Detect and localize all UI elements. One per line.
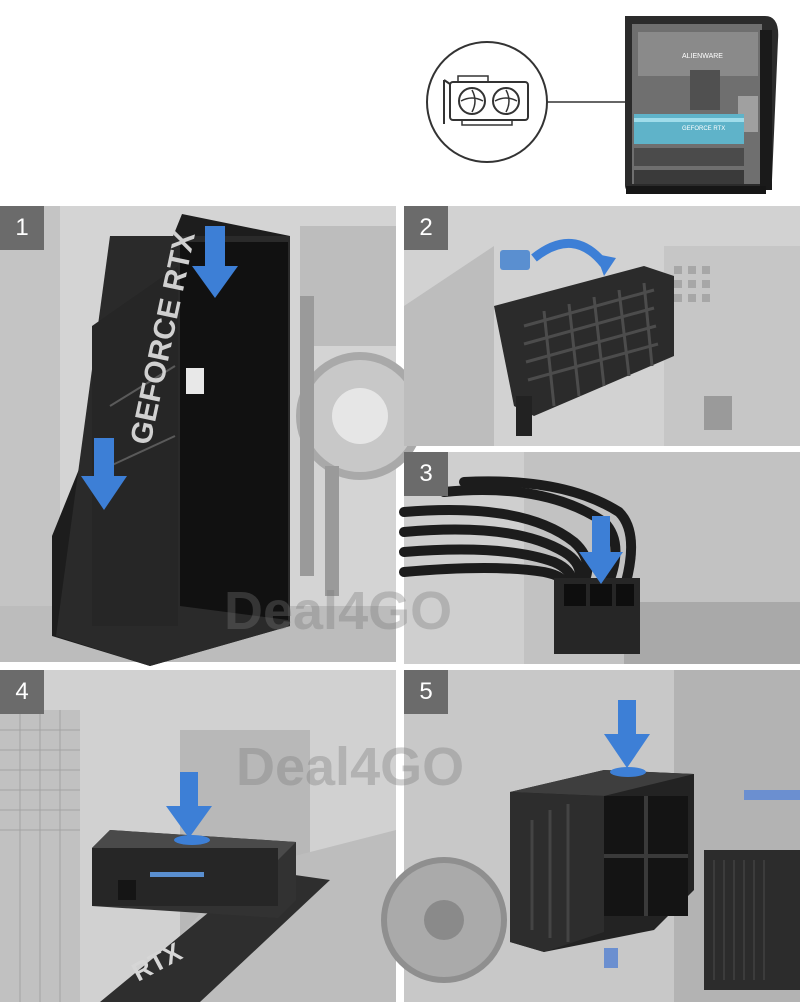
step-1-badge: 1 [0,206,44,250]
gpu-icon [443,75,529,126]
step-3-badge: 3 [404,452,448,496]
press-down-arrow-icon [579,516,623,584]
card-retention-bracket [494,250,674,436]
leader-line [547,101,631,110]
press-down-arrow-icon [166,772,212,838]
graphics-card [52,214,290,666]
overview-card-text: GEFORCE RTX [682,126,725,132]
step-5-panel: 5 [381,670,800,1002]
step-4-graphic: RTX [0,670,396,1002]
power-connector [554,578,640,654]
overview-graphic: ALIENWARE GEFORCE RTX [426,16,779,194]
computer-tower [625,16,779,194]
step-2-panel: 2 [404,206,800,446]
step-2-graphic [404,206,800,446]
power-cable-bundle [399,476,637,589]
step-5-graphic [381,670,800,1002]
step-4-panel: RTX 4 Deal4GO [0,670,464,1002]
overview-illustration: ALIENWARE GEFORCE RTX [420,10,800,200]
step-1-graphic: GEFORCE RTX [0,206,424,666]
case-brand-text: ALIENWARE [682,53,723,60]
step-1-panel: GEFORCE RTX 1 [0,206,424,666]
step-2-badge: 2 [404,206,448,250]
gpu-support-bracket [510,770,694,952]
step-4-badge: 4 [0,670,44,714]
press-down-arrow-icon [604,700,650,768]
step-3-panel: 3 Deal4GO [224,452,800,664]
power-connector-cover [92,830,296,918]
step-3-graphic [399,452,800,664]
press-down-arrow-icon [81,226,238,510]
step-5-badge: 5 [404,670,448,714]
